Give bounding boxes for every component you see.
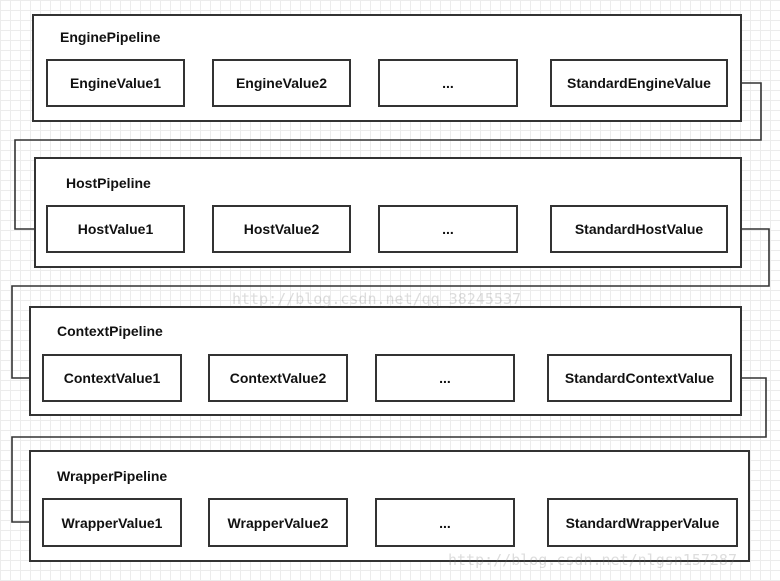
- valve-box: WrapperValue2: [208, 498, 348, 547]
- pipeline-title: ContextPipeline: [57, 323, 163, 339]
- pipeline-title: WrapperPipeline: [57, 468, 168, 484]
- valve-box: StandardHostValue: [550, 205, 728, 253]
- valve-box: ...: [375, 354, 515, 402]
- valve-box: HostValue1: [46, 205, 185, 253]
- valve-box: ...: [378, 59, 518, 107]
- valve-box: EngineValue1: [46, 59, 185, 107]
- watermark-text: http://blog.csdn.net/qq_38245537: [232, 290, 521, 308]
- pipeline-link-arrow: [11, 228, 770, 382]
- valve-box: ...: [378, 205, 518, 253]
- valve-box: StandardWrapperValue: [547, 498, 738, 547]
- pipeline-link-arrow: [11, 377, 767, 526]
- valve-box: WrapperValue1: [42, 498, 182, 547]
- watermark-text: http://blog.csdn.net/nlgsn157287: [448, 551, 737, 569]
- valve-box: ContextValue1: [42, 354, 182, 402]
- pipeline-title: HostPipeline: [66, 175, 151, 191]
- valve-box: ContextValue2: [208, 354, 348, 402]
- valve-box: StandardContextValue: [547, 354, 732, 402]
- valve-box: ...: [375, 498, 515, 547]
- pipeline-link-arrow: [14, 82, 762, 233]
- valve-box: EngineValue2: [212, 59, 351, 107]
- valve-box: HostValue2: [212, 205, 351, 253]
- pipeline-title: EnginePipeline: [60, 29, 161, 45]
- valve-box: StandardEngineValue: [550, 59, 728, 107]
